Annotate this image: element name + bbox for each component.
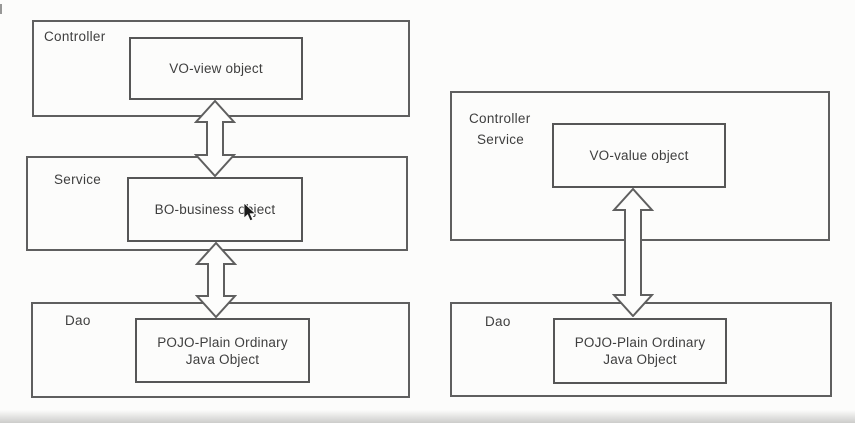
vo-value-object-box: VO-value object (552, 123, 726, 188)
bo-business-object-box: BO-business object (127, 177, 303, 242)
left-service-label: Service (54, 172, 102, 187)
left-pojo-object-label: POJO-Plain Ordinary Java Object (157, 334, 288, 367)
double-arrow-icon (194, 100, 236, 177)
right-pojo-object-label: POJO-Plain Ordinary Java Object (574, 335, 706, 367)
bo-business-object-label: BO-business object (154, 202, 276, 217)
mouse-pointer-icon (243, 202, 257, 227)
right-dao-label: Dao (485, 314, 511, 329)
vo-view-object-box: VO-view object (129, 37, 303, 100)
vo-value-object-label: VO-value object (589, 148, 689, 163)
right-controller-label: Controller (469, 111, 531, 126)
screen-edge-artifact (0, 4, 2, 14)
left-pojo-object-box: POJO-Plain Ordinary Java Object (135, 318, 310, 383)
double-arrow-icon (612, 188, 654, 317)
bottom-vignette (0, 410, 855, 423)
right-pojo-object-box: POJO-Plain Ordinary Java Object (553, 318, 727, 384)
vo-view-object-label: VO-view object (169, 61, 263, 76)
double-arrow-icon (195, 242, 237, 318)
left-controller-label: Controller (44, 29, 106, 44)
left-dao-label: Dao (65, 313, 91, 328)
right-service-label: Service (477, 132, 525, 147)
